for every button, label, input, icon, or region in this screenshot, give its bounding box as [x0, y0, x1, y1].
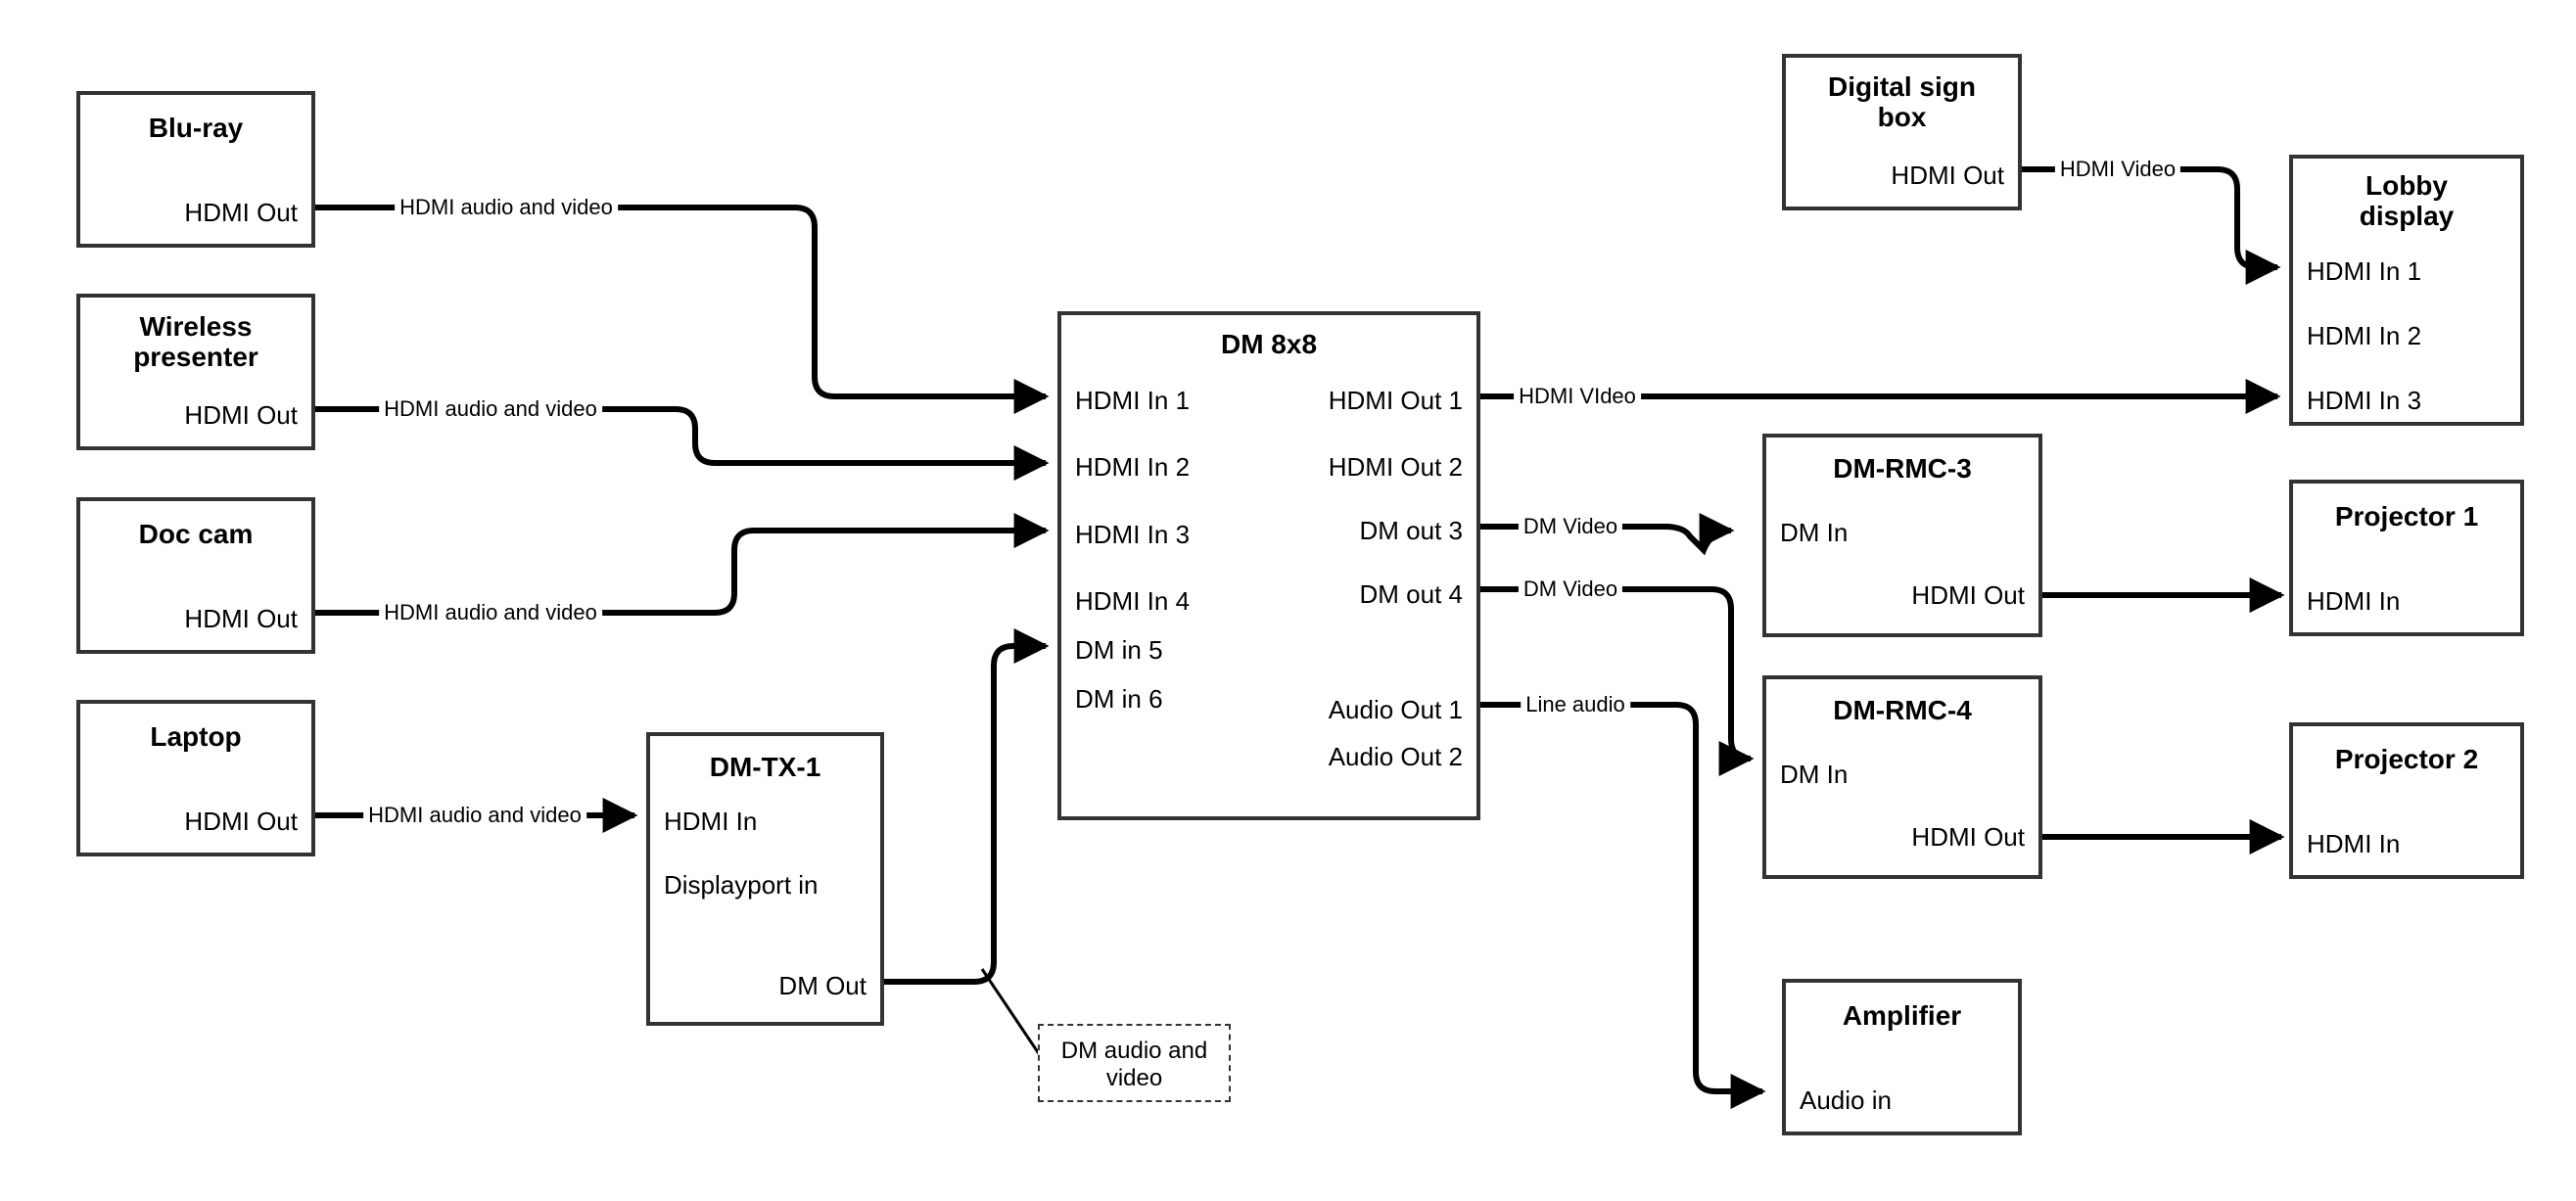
wire-label-line-audio: Line audio [1521, 692, 1630, 717]
node-dm-8x8-input-dm-in-5[interactable]: DM in 5 [1075, 635, 1163, 665]
wire-digitalsign-to-lobby-hdmiin1 [2022, 166, 2281, 285]
node-dm-rmc-4-port-hdmi-out[interactable]: HDMI Out [1911, 822, 2025, 852]
node-bluray-title: Blu-ray [148, 113, 244, 143]
node-dm-8x8-output-audio-out-1[interactable]: Audio Out 1 [1328, 695, 1463, 724]
node-doc-cam[interactable]: Doc cam HDMI Out [76, 497, 315, 654]
node-digital-sign-box[interactable]: Digital sign box HDMI Out [1782, 54, 2022, 210]
node-projector-1[interactable]: Projector 1 HDMI In [2289, 480, 2524, 636]
node-laptop[interactable]: Laptop HDMI Out [76, 700, 315, 856]
node-projector-1-title: Projector 1 [2334, 501, 2479, 531]
wire-label-doccam: HDMI audio and video [379, 600, 602, 625]
node-dm-8x8-input-hdmi-in-1[interactable]: HDMI In 1 [1075, 386, 1191, 415]
wire-dmout4-to-dmrmc4 [1479, 586, 1755, 776]
wire-label-dm-video-4: DM Video [1518, 577, 1623, 602]
node-doc-cam-port-hdmi-out[interactable]: HDMI Out [184, 604, 298, 633]
wire-label-hdmi-video-out1: HDMI VIdeo [1514, 384, 1641, 409]
node-dm-rmc-3-port-dm-in[interactable]: DM In [1780, 518, 1849, 547]
node-dm-rmc-4-title: DM-RMC-4 [1833, 695, 1972, 725]
wire-label-laptop: HDMI audio and video [363, 803, 586, 828]
node-dm-8x8-input-dm-in-6[interactable]: DM in 6 [1075, 684, 1163, 714]
node-wireless-presenter-port-hdmi-out[interactable]: HDMI Out [184, 400, 298, 430]
wire-bluray-to-hdmiin1 [315, 205, 1050, 414]
wire-label-bluray: HDMI audio and video [395, 195, 618, 220]
node-dm-8x8-input-hdmi-in-2[interactable]: HDMI In 2 [1075, 452, 1191, 482]
node-amplifier-port-audio-in[interactable]: Audio in [1800, 1086, 1892, 1115]
node-dm-8x8-output-hdmi-out-1[interactable]: HDMI Out 1 [1328, 386, 1463, 415]
node-lobby-display-title: Lobby display [2359, 170, 2455, 232]
node-dm-rmc-3-port-hdmi-out[interactable]: HDMI Out [1911, 580, 2025, 610]
node-dm-tx-1-port-dm-out[interactable]: DM Out [778, 971, 866, 1000]
node-dm-rmc-4[interactable]: DM-RMC-4 DM In HDMI Out [1762, 675, 2042, 879]
node-laptop-title: Laptop [150, 721, 242, 752]
node-projector-1-port-hdmi-in[interactable]: HDMI In [2307, 586, 2401, 616]
wire-dmtx1-to-dmin5 [884, 628, 1050, 985]
node-dm-8x8[interactable]: DM 8x8 HDMI In 1 HDMI In 2 HDMI In 3 HDM… [1057, 311, 1480, 820]
node-dm-8x8-title: DM 8x8 [1220, 329, 1318, 359]
wire-label-wireless: HDMI audio and video [379, 396, 602, 422]
node-dm-tx-1-port-hdmi-in[interactable]: HDMI In [664, 807, 758, 836]
node-lobby-display-input-hdmi-in-3[interactable]: HDMI In 3 [2307, 386, 2422, 415]
node-projector-2-title: Projector 2 [2334, 744, 2479, 774]
wire-label-dm-video-3: DM Video [1518, 514, 1623, 539]
node-dm-rmc-3-title: DM-RMC-3 [1833, 453, 1972, 484]
node-bluray-port-hdmi-out[interactable]: HDMI Out [184, 198, 298, 227]
node-lobby-display-input-hdmi-in-2[interactable]: HDMI In 2 [2307, 321, 2422, 350]
node-dm-tx-1[interactable]: DM-TX-1 HDMI In Displayport in DM Out [646, 732, 884, 1026]
node-dm-8x8-input-hdmi-in-4[interactable]: HDMI In 4 [1075, 586, 1191, 616]
node-dm-tx-1-port-displayport-in[interactable]: Displayport in [664, 870, 819, 900]
wire-label-hdmi-video-sign: HDMI Video [2054, 157, 2181, 182]
node-amplifier-title: Amplifier [1842, 1000, 1962, 1031]
node-projector-2[interactable]: Projector 2 HDMI In [2289, 722, 2524, 879]
node-dm-8x8-output-dm-out-3[interactable]: DM out 3 [1359, 516, 1464, 545]
node-dm-8x8-output-hdmi-out-2[interactable]: HDMI Out 2 [1328, 452, 1463, 482]
node-wireless-presenter-title: Wireless presenter [133, 311, 258, 373]
node-dm-8x8-output-audio-out-2[interactable]: Audio Out 2 [1328, 742, 1463, 771]
node-lobby-display[interactable]: Lobby display HDMI In 1 HDMI In 2 HDMI I… [2289, 155, 2524, 426]
node-doc-cam-title: Doc cam [138, 519, 254, 549]
node-wireless-presenter[interactable]: Wireless presenter HDMI Out [76, 294, 315, 450]
node-dm-8x8-input-hdmi-in-3[interactable]: HDMI In 3 [1075, 520, 1191, 549]
node-dm-rmc-4-port-dm-in[interactable]: DM In [1780, 760, 1849, 789]
node-digital-sign-box-port-hdmi-out[interactable]: HDMI Out [1891, 161, 2004, 190]
node-lobby-display-input-hdmi-in-1[interactable]: HDMI In 1 [2307, 256, 2422, 286]
node-dm-rmc-3[interactable]: DM-RMC-3 DM In HDMI Out [1762, 434, 2042, 637]
node-laptop-port-hdmi-out[interactable]: HDMI Out [184, 807, 298, 836]
node-digital-sign-box-title: Digital sign box [1828, 71, 1976, 133]
wire-audioout1-to-amplifier [1479, 702, 1766, 1109]
node-dm-tx-1-title: DM-TX-1 [709, 752, 821, 782]
wire-note-leader [980, 968, 1042, 1056]
node-dm-8x8-output-dm-out-4[interactable]: DM out 4 [1359, 579, 1464, 609]
note-dm-audio-and-video: DM audio and video [1038, 1024, 1231, 1102]
node-bluray[interactable]: Blu-ray HDMI Out [76, 91, 315, 248]
node-amplifier[interactable]: Amplifier Audio in [1782, 979, 2022, 1135]
note-dm-audio-and-video-text: DM audio and video [1060, 1038, 1208, 1092]
node-projector-2-port-hdmi-in[interactable]: HDMI In [2307, 829, 2401, 858]
